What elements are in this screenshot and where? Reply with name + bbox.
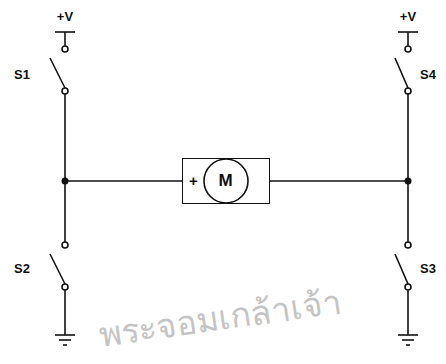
motor-box: +M — [182, 158, 270, 204]
switch-lever — [50, 254, 65, 284]
switch-contact — [62, 88, 68, 94]
switch-contact — [405, 242, 411, 248]
switch-contact — [62, 284, 68, 290]
ground-symbol — [398, 334, 418, 336]
switch-contact — [405, 284, 411, 290]
junction-dot — [405, 178, 412, 185]
motor-wire — [270, 180, 408, 182]
motor-letter: M — [218, 172, 232, 189]
motor-circle — [204, 159, 248, 203]
switch-contact — [62, 242, 68, 248]
junction-dot — [62, 178, 69, 185]
switch-contact — [405, 88, 411, 94]
ground-symbol — [55, 334, 75, 336]
polarity-mark: + — [189, 173, 198, 188]
supply-label: +V — [400, 10, 416, 23]
switch-contact — [62, 46, 68, 52]
switch-label: S3 — [420, 262, 436, 275]
switch-lever — [395, 254, 408, 284]
switch-label: S1 — [14, 68, 30, 81]
supply-label: +V — [57, 10, 73, 23]
switch-label: S2 — [14, 262, 30, 275]
switch-lever — [50, 58, 65, 88]
switch-lever — [395, 58, 408, 88]
switch-label: S4 — [420, 68, 436, 81]
watermark: พระจอมเกล้าเจ้า — [95, 274, 344, 361]
switch-contact — [405, 46, 411, 52]
motor-wire — [65, 180, 182, 182]
